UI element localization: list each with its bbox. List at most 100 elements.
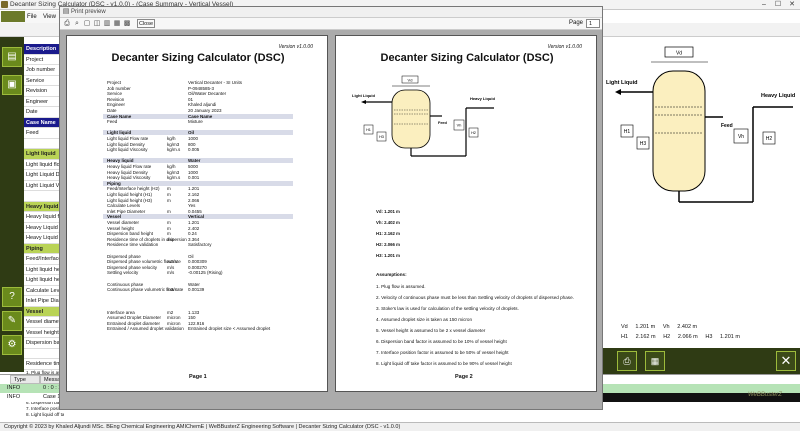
row-value: -0.00125 (Rising) bbox=[188, 270, 223, 276]
page1-number: Page 1 bbox=[189, 374, 207, 380]
description-row[interactable]: Light liquid flow is bbox=[24, 160, 64, 170]
row-label: Engineer bbox=[107, 102, 126, 108]
assumption-snippet: 1. Plug flow is as bbox=[26, 370, 61, 375]
row-unit: m bbox=[167, 192, 171, 197]
row-label: Light liquid bbox=[107, 130, 132, 136]
summary-h3-val: 1.201 m bbox=[720, 334, 740, 340]
description-row[interactable]: Feed bbox=[24, 128, 64, 139]
maximize-icon[interactable]: ☐ bbox=[774, 1, 782, 8]
summary-h2-val: 2.066 m bbox=[677, 334, 698, 340]
description-row[interactable]: Heavy Liquid Dens bbox=[24, 223, 64, 233]
page-number-input[interactable]: 1 bbox=[586, 19, 600, 28]
open-folder-icon[interactable]: ▤ bbox=[2, 47, 22, 67]
three-page-icon[interactable]: ▥ bbox=[103, 20, 111, 27]
one-page-icon[interactable]: ▢ bbox=[83, 20, 91, 27]
row-label: Dispersed phase volumetric flow rate bbox=[107, 259, 181, 265]
row-value: Oil/Water Decanter bbox=[188, 91, 227, 97]
row-unit: m bbox=[167, 208, 171, 214]
description-row[interactable]: Revision bbox=[24, 86, 64, 97]
label-h2: H2 bbox=[766, 136, 773, 142]
description-row[interactable]: Job number bbox=[24, 65, 64, 76]
two-page-icon[interactable]: ◫ bbox=[93, 20, 101, 27]
label-vh: Vh bbox=[738, 134, 744, 140]
minimize-icon[interactable]: – bbox=[762, 1, 766, 8]
six-page-icon[interactable]: ▩ bbox=[123, 20, 131, 27]
assumption-item: 4. Assumed droplet size is taken as 150 … bbox=[376, 317, 473, 322]
menu-view[interactable]: View bbox=[43, 14, 56, 20]
row-label: Continuous phase bbox=[107, 281, 144, 287]
row-value: 122.916 bbox=[188, 320, 205, 326]
description-row[interactable]: Heavy Liquid Visco bbox=[24, 233, 64, 244]
description-row[interactable]: Light liquid height bbox=[24, 265, 64, 275]
description-row[interactable]: Heavy liquid flow bbox=[24, 212, 64, 223]
row-label: Feed bbox=[107, 119, 118, 125]
description-row[interactable]: Feed/Interface hei bbox=[24, 254, 64, 265]
description-row[interactable]: Engineer bbox=[24, 97, 64, 107]
description-row[interactable]: Vessel diameter bbox=[24, 317, 64, 328]
section-shade bbox=[103, 113, 293, 119]
print-icon[interactable]: ⎙ bbox=[64, 20, 70, 27]
description-row[interactable]: Light Liquid Viscos bbox=[24, 181, 64, 191]
row-value: Case Name bbox=[188, 113, 213, 119]
row-label: Settling velocity bbox=[107, 270, 139, 276]
description-row[interactable]: Project bbox=[24, 55, 64, 65]
row-value: 0.000270 bbox=[188, 264, 207, 270]
settings-gear-icon[interactable]: ⚙ bbox=[2, 335, 22, 355]
row-value: P-0948585-3 bbox=[188, 85, 215, 91]
print-preview-dialog: ▤ Print preview ⎙ ⌕ ▢ ◫ ▥ ▦ ▩ Close Page… bbox=[59, 6, 603, 410]
description-row[interactable]: Vessel height bbox=[24, 328, 64, 338]
preview-page-1: Version v1.0.00 Decanter Sizing Calculat… bbox=[66, 35, 328, 392]
description-row: Light liquid bbox=[24, 149, 64, 160]
csv-icon[interactable]: ▦ bbox=[645, 351, 665, 371]
label-h3: H3 bbox=[640, 141, 647, 147]
description-row[interactable]: Service bbox=[24, 76, 64, 86]
description-row[interactable]: Calculate Levels bbox=[24, 286, 64, 296]
row-value: 20 January 2023 bbox=[188, 108, 222, 113]
zoom-icon[interactable]: ⌕ bbox=[75, 20, 79, 27]
summary-vh-key: Vh bbox=[662, 324, 670, 330]
help-icon[interactable]: ? bbox=[2, 287, 22, 307]
row-value: 2.402 bbox=[188, 225, 200, 231]
row-value: Oil bbox=[188, 130, 195, 136]
description-row[interactable]: Date bbox=[24, 107, 64, 118]
row-label: Light liquid Density bbox=[107, 141, 145, 147]
menu-file[interactable]: File bbox=[27, 14, 37, 20]
diagram-label-h1: H1 bbox=[366, 128, 371, 132]
close-window-icon[interactable]: ✕ bbox=[789, 1, 795, 8]
description-row[interactable]: Light liquid height bbox=[24, 275, 64, 286]
close-icon[interactable]: ✕ bbox=[776, 351, 796, 371]
row-label: Project bbox=[107, 80, 122, 85]
diagram-label-vh: Vh bbox=[457, 124, 462, 128]
summary-vh-val: 2.402 m bbox=[677, 324, 698, 330]
assumption-item: 8. Light liquid off take factor is assum… bbox=[376, 361, 512, 366]
bottom-toolbar: ⎙ ▦ ✕ bbox=[603, 348, 800, 374]
log-type: INFO bbox=[7, 385, 21, 391]
close-button[interactable]: Close bbox=[137, 19, 155, 28]
row-unit: min bbox=[167, 236, 175, 242]
printer-icon[interactable]: ⎙ bbox=[617, 351, 637, 371]
description-row bbox=[24, 349, 64, 359]
row-label: Piping bbox=[107, 180, 121, 186]
description-row[interactable]: Light Liquid Densit bbox=[24, 170, 64, 181]
row-value: Satisfactory bbox=[188, 242, 212, 248]
description-row[interactable]: Residence time of bbox=[24, 359, 64, 370]
four-page-icon[interactable]: ▦ bbox=[113, 20, 121, 27]
edit-icon[interactable]: ✎ bbox=[2, 311, 22, 331]
row-label: Light liquid height (H1) bbox=[107, 192, 153, 197]
save-icon[interactable]: ▣ bbox=[2, 75, 22, 95]
app-title: Decanter Sizing Calculator (DSC - v1.0.0… bbox=[10, 1, 234, 8]
row-value: 0.00139 bbox=[188, 287, 205, 293]
label-h1: H1 bbox=[624, 129, 631, 135]
log-message: 0 : 0 : 1 bbox=[43, 385, 62, 391]
row-unit: kg/m.s bbox=[167, 175, 181, 181]
description-row[interactable]: Dispersion band le bbox=[24, 338, 64, 349]
assumption-snippet: 8. Light liquid off ta bbox=[26, 412, 64, 417]
description-row[interactable]: Inlet Pipe Diameter bbox=[24, 296, 64, 307]
log-header-type[interactable]: Type bbox=[10, 375, 40, 384]
result-line: Vh: 2.402 m bbox=[376, 220, 400, 225]
summary-vd-key: Vd bbox=[621, 324, 628, 330]
preview-page-2: Version v1.0.00 Decanter Sizing Calculat… bbox=[335, 35, 597, 392]
dsc-logo bbox=[1, 11, 25, 22]
assumption-item: 5. Vessel height is assumed to be 2 x ve… bbox=[376, 328, 486, 333]
row-value: 0.0455 bbox=[188, 208, 202, 214]
